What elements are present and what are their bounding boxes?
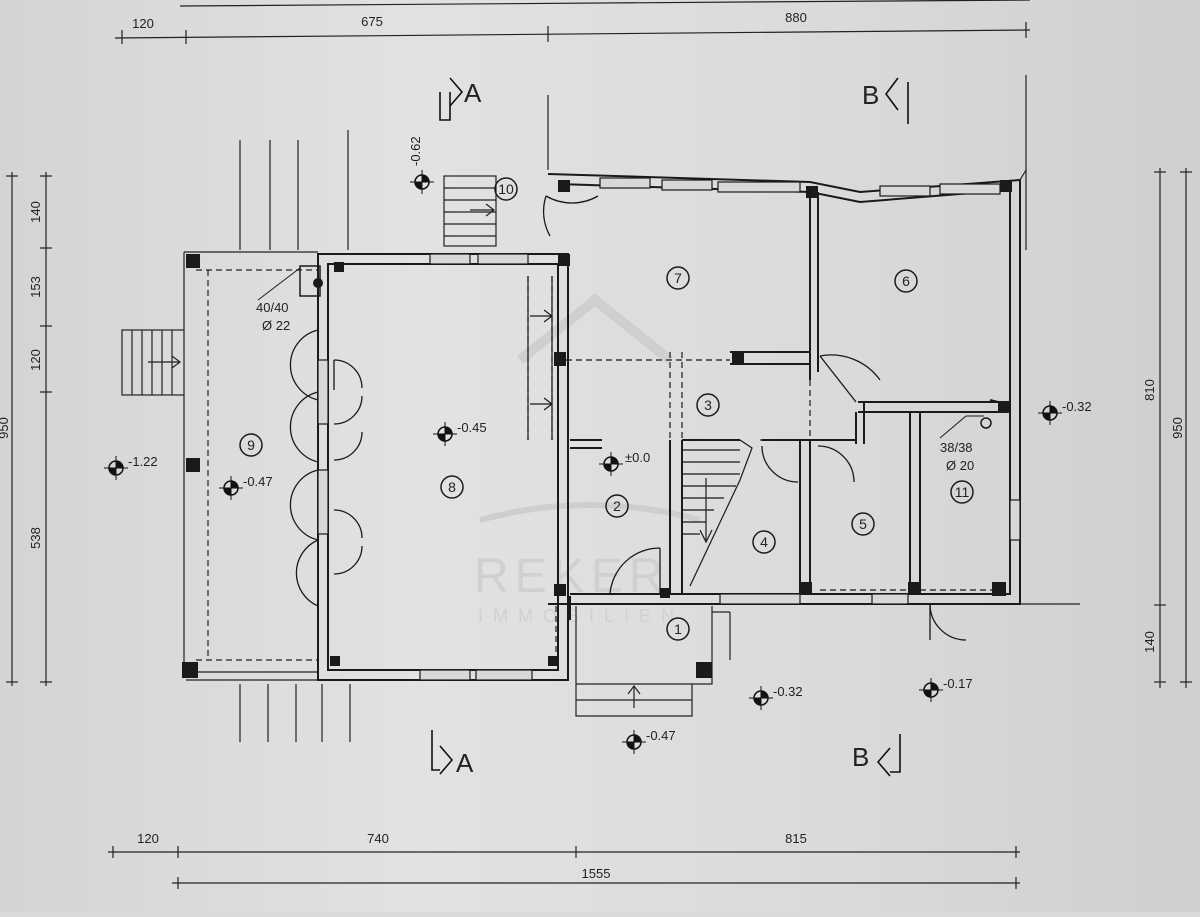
dim-right-1: 810 (1142, 379, 1157, 401)
room-1: 1 (674, 621, 682, 637)
dim-left-4: 538 (28, 527, 43, 549)
room-6: 6 (902, 273, 910, 289)
column-1-size: 40/40 (256, 300, 289, 315)
column-leader-2 (939, 415, 967, 439)
dim-bottom-2: 740 (367, 831, 389, 846)
dim-right-total: 950 (1170, 417, 1185, 439)
section-a-top: A (464, 78, 482, 108)
property-lines (1019, 169, 1080, 605)
watermark-sub: IMMOBILIEN (478, 606, 684, 626)
dim-top-1: 120 (132, 16, 154, 31)
dim-top-3: 880 (785, 10, 807, 25)
dim-left-1: 140 (28, 201, 43, 223)
level-markers (104, 170, 1062, 754)
section-a-bottom: A (456, 748, 474, 778)
dim-bottom-1: 120 (137, 831, 159, 846)
section-b-bottom: B (852, 742, 869, 772)
room-4: 4 (760, 534, 768, 550)
dim-bottom-3: 815 (785, 831, 807, 846)
column-2-dia: Ø 20 (946, 458, 974, 473)
room-3: 3 (704, 397, 712, 413)
dim-bottom-total: 1555 (582, 866, 611, 881)
entry-stairs (443, 175, 497, 247)
room-10: 10 (498, 181, 514, 197)
ramp (527, 276, 553, 440)
level-5: -0.47 (243, 474, 273, 489)
column-1-dia: Ø 22 (262, 318, 290, 333)
section-b-top: B (862, 80, 879, 110)
level-9: -0.47 (646, 728, 676, 743)
terrace-outline (183, 130, 560, 742)
terrace-stairs (121, 329, 185, 396)
section-marks (431, 77, 909, 777)
level-2: -0.45 (457, 420, 487, 435)
level-1: -0.62 (408, 136, 423, 166)
level-7: -0.32 (773, 684, 803, 699)
hidden-lines (527, 266, 1000, 660)
level-4: -1.22 (128, 454, 158, 469)
walls (317, 173, 1021, 681)
room-9: 9 (247, 437, 255, 453)
room-7: 7 (674, 270, 682, 286)
dim-right-2: 140 (1142, 631, 1157, 653)
room-markers (239, 177, 974, 641)
watermark: REKER IMMOBILIEN (474, 293, 701, 626)
watermark-brand: REKER (474, 550, 669, 603)
doors (289, 195, 967, 641)
dim-left-3: 120 (28, 349, 43, 371)
level-8: -0.17 (943, 676, 973, 691)
dim-top-2: 675 (361, 14, 383, 29)
room-2: 2 (613, 498, 621, 514)
level-6: -0.32 (1062, 399, 1092, 414)
column-leader-1 (257, 267, 301, 301)
room-11: 11 (955, 484, 970, 500)
level-3: ±0.0 (625, 450, 650, 465)
column-2-size: 38/38 (940, 440, 973, 455)
room-8: 8 (448, 479, 456, 495)
windows (317, 177, 1021, 681)
interior-stairs (682, 439, 753, 587)
columns-markers (182, 180, 1012, 678)
dim-left-total: 950 (0, 417, 11, 439)
dim-left-2: 153 (28, 276, 43, 298)
room-5: 5 (859, 516, 867, 532)
dimension-lines (6, 0, 1192, 889)
